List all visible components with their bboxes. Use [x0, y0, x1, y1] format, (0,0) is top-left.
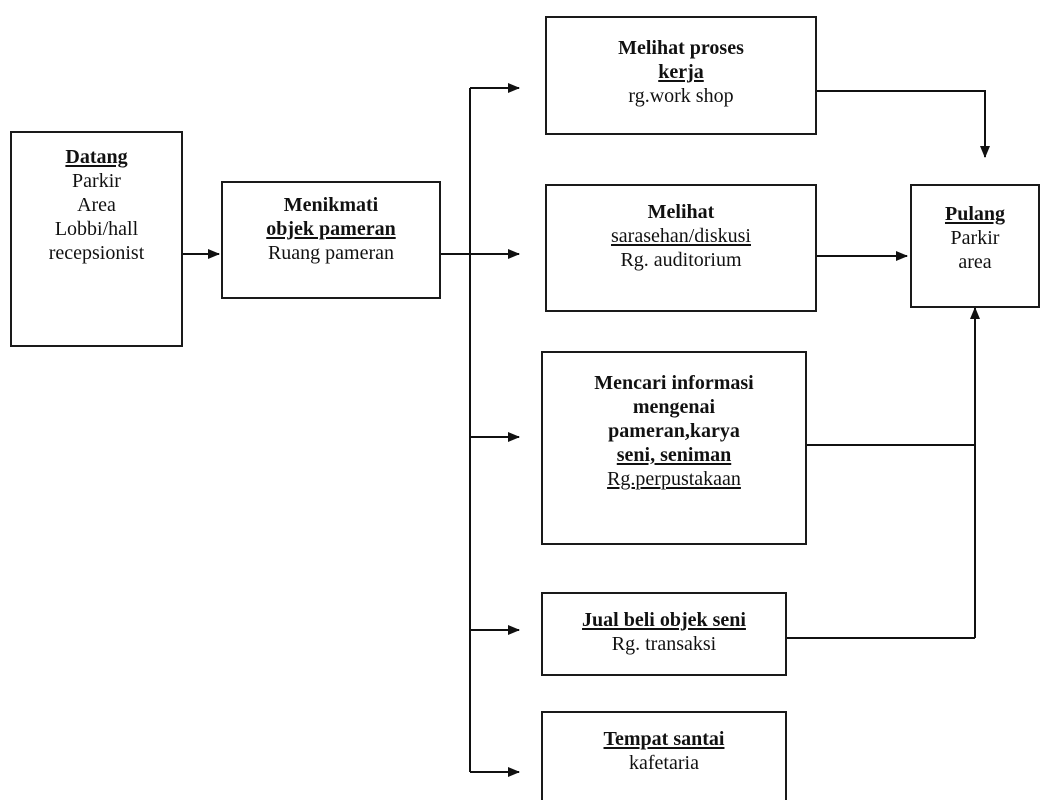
node-transaksi-title: Jual beli objek seni — [582, 609, 746, 631]
node-santai-title: Tempat santai — [603, 728, 725, 750]
node-sarasehan-place: Rg. auditorium — [620, 249, 742, 271]
node-pulang-line-2: area — [958, 251, 992, 273]
node-informasi-place: Rg.perpustakaan — [607, 468, 741, 490]
node-workshop-title: Melihat proses — [618, 37, 744, 59]
node-datang-title: Datang — [65, 146, 128, 168]
node-sarasehan-title: Melihat — [647, 201, 715, 223]
node-workshop-place: rg.work shop — [628, 85, 734, 107]
node-datang-line-4: recepsionist — [48, 242, 145, 264]
node-pulang-title: Pulang — [944, 203, 1006, 225]
node-informasi-line-1: Mencari informasi — [594, 372, 754, 394]
node-informasi-line-3: pameran,karya — [608, 420, 740, 442]
node-pulang-line-1: Parkir — [950, 227, 1000, 249]
node-workshop-subtitle: kerja — [658, 61, 704, 83]
node-menikmati-title: Menikmati — [283, 194, 379, 216]
node-workshop: Melihat proses kerja rg.work shop — [545, 16, 817, 135]
node-transaksi-place: Rg. transaksi — [611, 633, 717, 655]
node-santai-place: kafetaria — [629, 752, 699, 774]
node-santai: Tempat santai kafetaria — [541, 711, 787, 800]
node-datang: Datang Parkir Area Lobbi/hall recepsioni… — [10, 131, 183, 347]
node-transaksi: Jual beli objek seni Rg. transaksi — [541, 592, 787, 676]
arrow-workshop-to-pulang — [817, 90, 990, 158]
node-pulang: Pulang Parkir area — [910, 184, 1040, 308]
node-datang-line-3: Lobbi/hall — [54, 218, 139, 240]
node-sarasehan: Melihat sarasehan/diskusi Rg. auditorium — [545, 184, 817, 312]
node-informasi: Mencari informasi mengenai pameran,karya… — [541, 351, 807, 545]
node-menikmati-subtitle: objek pameran — [266, 218, 396, 240]
node-datang-line-1: Parkir — [72, 170, 121, 192]
node-informasi-subtitle: seni, seniman — [616, 444, 732, 466]
node-menikmati: Menikmati objek pameran Ruang pameran — [221, 181, 441, 299]
node-datang-line-2: Area — [77, 194, 116, 216]
node-informasi-line-2: mengenai — [632, 396, 716, 418]
node-menikmati-place: Ruang pameran — [267, 242, 395, 264]
node-sarasehan-subtitle: sarasehan/diskusi — [611, 225, 751, 247]
